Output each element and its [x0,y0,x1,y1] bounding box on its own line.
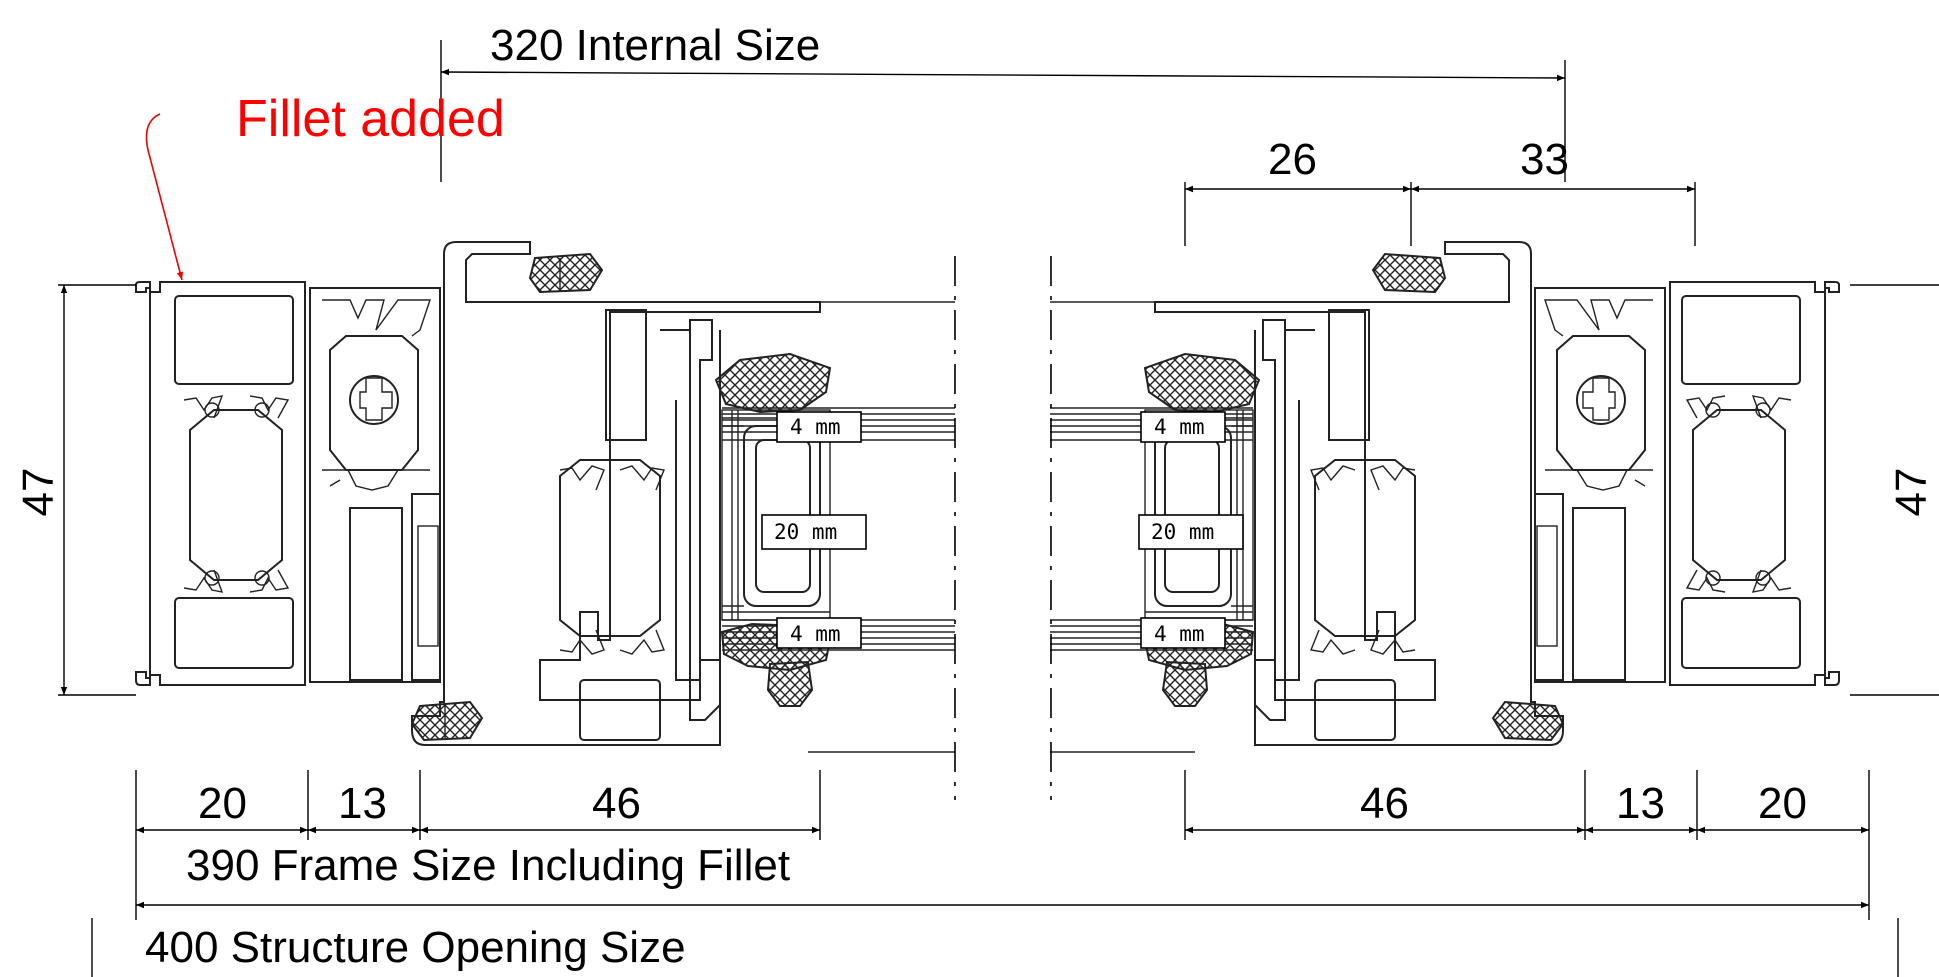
svg-text:4 mm: 4 mm [1154,415,1205,439]
left-glass-label-top: 4 mm [776,411,862,443]
right-outer-frame-profile [1669,281,1840,686]
right-mid-frame-profile [1534,287,1666,683]
internal-size-label: 320 Internal Size [490,21,820,70]
dimension-top-26-33: 26 33 [1184,135,1696,246]
dim-bottom-right-46: 46 [1360,779,1409,828]
frame-size-label: 390 Frame Size Including Fillet [186,841,790,890]
dim-bottom-left-46: 46 [592,779,641,828]
centre-break-lines [954,256,1052,800]
dim-33-label: 33 [1520,135,1569,184]
svg-text:4 mm: 4 mm [790,622,841,646]
svg-text:20 mm: 20 mm [1151,520,1214,544]
right-glass-label-bottom: 4 mm [1140,617,1226,649]
dim-height-left-label: 47 [14,468,63,517]
left-mid-frame-profile [309,287,441,683]
svg-text:20 mm: 20 mm [774,520,837,544]
dimension-opening-size: 400 Structure Opening Size [91,918,1899,977]
dim-26-label: 26 [1268,135,1317,184]
dimension-internal-size: 320 Internal Size [440,21,1566,182]
dim-bottom-left-13: 13 [338,779,387,828]
right-assembly [1050,241,1840,753]
svg-text:4 mm: 4 mm [1154,622,1205,646]
dim-height-right-label: 47 [1887,468,1936,517]
dimension-height-left: 47 [14,284,136,696]
left-glass-label-mid: 20 mm [761,514,867,550]
dim-bottom-right-20: 20 [1758,779,1807,828]
right-glass-label-mid: 20 mm [1138,514,1244,550]
right-glass-label-top: 4 mm [1140,411,1226,443]
dim-bottom-right-13: 13 [1616,779,1665,828]
left-gaskets [410,252,832,742]
left-outer-frame-profile [135,281,306,686]
fillet-note: Fillet added [145,90,505,281]
dimension-frame-size: 390 Frame Size Including Fillet [136,841,1869,909]
right-gaskets [1143,252,1565,742]
right-sash-profile [1154,241,1564,746]
svg-text:4 mm: 4 mm [790,415,841,439]
dimension-height-right: 47 [1850,284,1939,696]
dimension-bottom-right: 46 13 20 [1184,770,1870,920]
dim-bottom-left-20: 20 [198,779,247,828]
left-glass-label-bottom: 4 mm [776,617,862,649]
dimension-bottom-left: 20 13 46 [135,770,821,920]
left-sash-profile [411,241,821,746]
fillet-note-text: Fillet added [236,90,505,148]
opening-size-label: 400 Structure Opening Size [145,923,686,972]
